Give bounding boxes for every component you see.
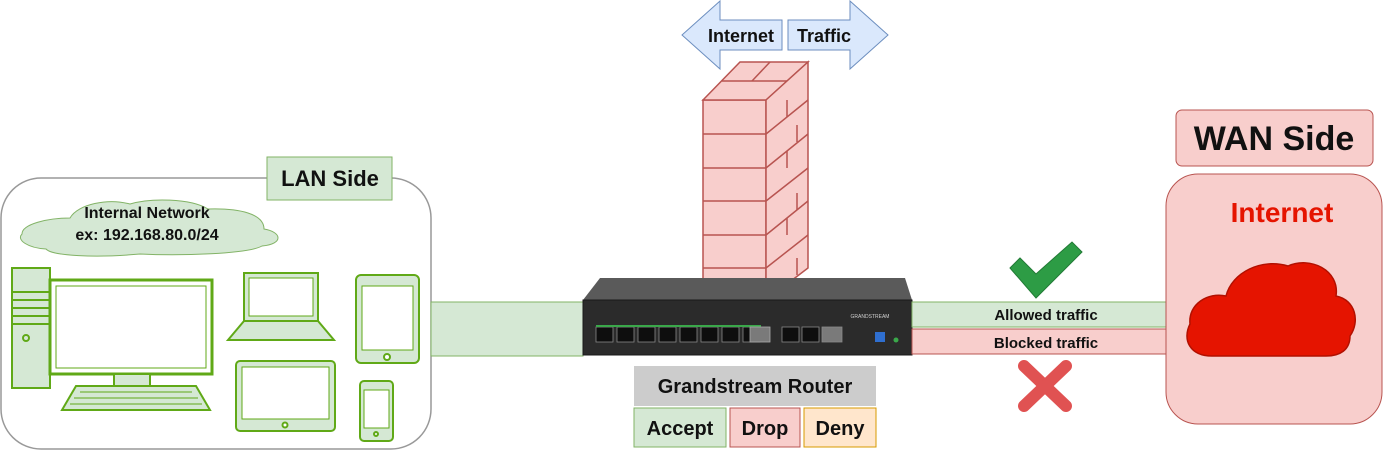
arrow-label-traffic: Traffic [797, 26, 851, 46]
internal-network-label: Internal Network [84, 205, 209, 222]
arrow-label-internet: Internet [708, 26, 774, 46]
allowed-traffic-label: Allowed traffic [994, 307, 1097, 324]
cloud-icon [1186, 262, 1356, 357]
internal-network-subnet: ex: 192.168.80.0/24 [75, 227, 218, 244]
left-arrow-icon [681, 0, 783, 71]
internal-network-cloud: Internal Network ex: 192.168.80.0/24 [20, 199, 279, 257]
lan-title-box: LAN Side [266, 156, 393, 201]
router-title-box: Grandstream Router [634, 366, 876, 406]
internet-label: Internet [1231, 197, 1334, 228]
desktop-computer-icon [11, 267, 214, 411]
lan-title: LAN Side [281, 166, 379, 191]
wan-ports [781, 326, 843, 343]
router-title: Grandstream Router [658, 376, 853, 398]
blocked-traffic-label: Blocked traffic [994, 335, 1098, 352]
blocked-traffic-link: Blocked traffic [911, 328, 1169, 355]
action-drop-label: Drop [742, 418, 789, 440]
checkmark-icon [1009, 241, 1083, 299]
laptop-icon [225, 272, 337, 341]
power-led [893, 337, 899, 343]
usb-port [875, 332, 885, 342]
action-accept: Accept [633, 407, 727, 448]
lan-link [430, 301, 584, 357]
monitor-icon [235, 360, 336, 432]
cross-icon [1018, 360, 1072, 412]
router-brand: GRANDSTREAM [851, 314, 890, 320]
action-accept-label: Accept [647, 418, 714, 440]
wan-title-box: WAN Side [1175, 109, 1374, 167]
action-drop: Drop [729, 407, 801, 448]
internet-traffic-arrows: Internet Traffic [681, 0, 889, 71]
router-device: GRANDSTREAM [582, 278, 913, 356]
brick-wall-icon [701, 60, 810, 302]
wan-title: WAN Side [1194, 120, 1355, 158]
sfp-port [749, 326, 771, 343]
phone-icon [359, 380, 394, 442]
tablet-icon [355, 274, 420, 364]
allowed-traffic-link: Allowed traffic [911, 301, 1169, 328]
lan-ports [595, 326, 761, 343]
action-deny-label: Deny [816, 418, 866, 440]
right-arrow-icon [787, 0, 889, 71]
action-deny: Deny [803, 407, 877, 448]
